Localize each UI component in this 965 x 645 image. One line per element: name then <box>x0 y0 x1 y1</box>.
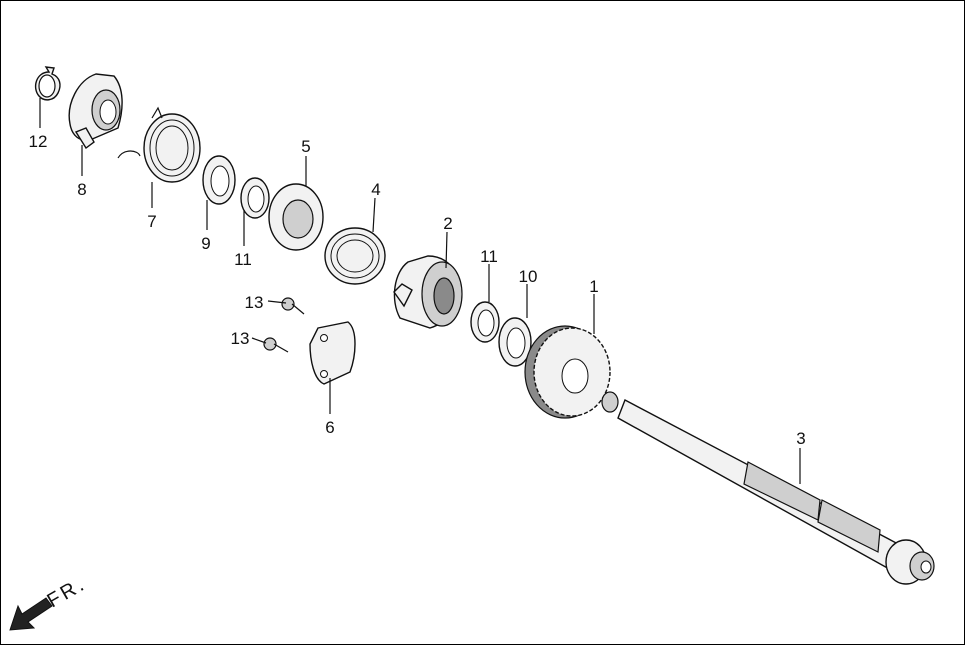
front-arrow-icon <box>9 597 53 631</box>
part-12-circlip <box>34 66 61 101</box>
front-direction-indicator: FR. <box>9 573 91 631</box>
part-13-bolt-b <box>263 337 289 353</box>
part-11-circlip-b <box>470 301 500 343</box>
callout-7: 7 <box>147 212 156 231</box>
callout-5: 5 <box>301 137 310 156</box>
part-3-shaft <box>601 391 935 585</box>
part-13-bolt-a <box>281 297 305 315</box>
callout-11b: 11 <box>480 247 498 266</box>
part-7-spring <box>117 106 201 183</box>
front-label: FR. <box>44 573 91 613</box>
callout-12: 12 <box>29 132 48 151</box>
callout-9: 9 <box>201 234 210 253</box>
part-10-washer <box>498 317 532 367</box>
callout-13a: 13 <box>245 293 264 312</box>
callout-13b: 13 <box>231 329 250 348</box>
callout-4: 4 <box>371 180 380 199</box>
part-5-thrust-washer <box>268 183 324 251</box>
part-11-circlip-a <box>240 177 270 219</box>
callout-2: 2 <box>443 214 452 233</box>
callout-8: 8 <box>77 180 86 199</box>
callout-1: 1 <box>589 277 598 296</box>
callout-11a: 11 <box>234 250 252 269</box>
leader-lines <box>39 98 801 484</box>
callout-labels: 12 8 7 9 11 5 4 2 11 10 1 3 6 13 13 <box>29 132 806 448</box>
part-8-collar <box>68 73 123 150</box>
callout-3: 3 <box>796 429 805 448</box>
part-6-plate <box>309 321 356 385</box>
callout-10: 10 <box>519 267 538 286</box>
part-4-spring <box>324 227 386 285</box>
part-9-washer <box>202 155 236 205</box>
part-1-gear <box>524 325 611 419</box>
callout-6: 6 <box>325 418 334 437</box>
part-2-ratchet <box>393 255 463 329</box>
parts-layer <box>34 66 935 585</box>
